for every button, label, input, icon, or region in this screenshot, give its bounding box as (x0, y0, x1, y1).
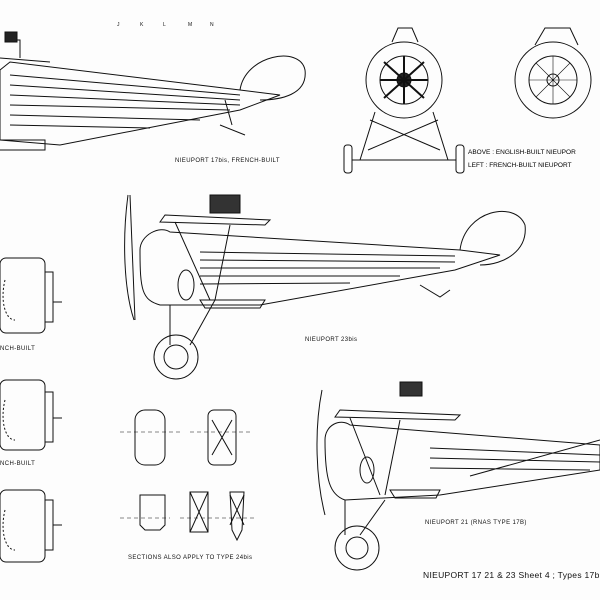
nieuport-21-side-view (316, 381, 600, 571)
label-cowl-1: NCH-BUILT (0, 346, 36, 352)
nieuport-23bis-side-view (124, 194, 526, 380)
section-marker-m: M (188, 22, 193, 28)
section-marker-j: J (117, 22, 120, 28)
front-view-french (343, 27, 465, 174)
nieuport-17bis-side-view (0, 31, 306, 151)
cross-sections (120, 409, 255, 542)
cowling-details (0, 257, 62, 563)
label-front-above: ABOVE : ENGLISH-BUILT NIEUPOR (468, 149, 576, 156)
label-cowl-2: NCH-BUILT (0, 461, 36, 467)
label-nieuport-23bis: NIEUPORT 23bis (305, 337, 358, 343)
label-sections-note: SECTIONS ALSO APPLY TO TYPE 24bis (128, 555, 253, 561)
label-nieuport-17bis: NIEUPORT 17bis, FRENCH-BUILT (175, 158, 280, 164)
sheet-title: NIEUPORT 17 21 & 23 Sheet 4 ; Types 17bi… (423, 570, 600, 580)
label-front-left: LEFT : FRENCH-BUILT NIEUPORT (468, 162, 572, 169)
section-marker-k: K (140, 22, 144, 28)
label-nieuport-21: NIEUPORT 21 (RNAS TYPE 17B) (425, 520, 527, 526)
front-view-english (514, 27, 592, 119)
section-marker-n: N (210, 22, 214, 28)
section-marker-l: L (163, 22, 166, 28)
